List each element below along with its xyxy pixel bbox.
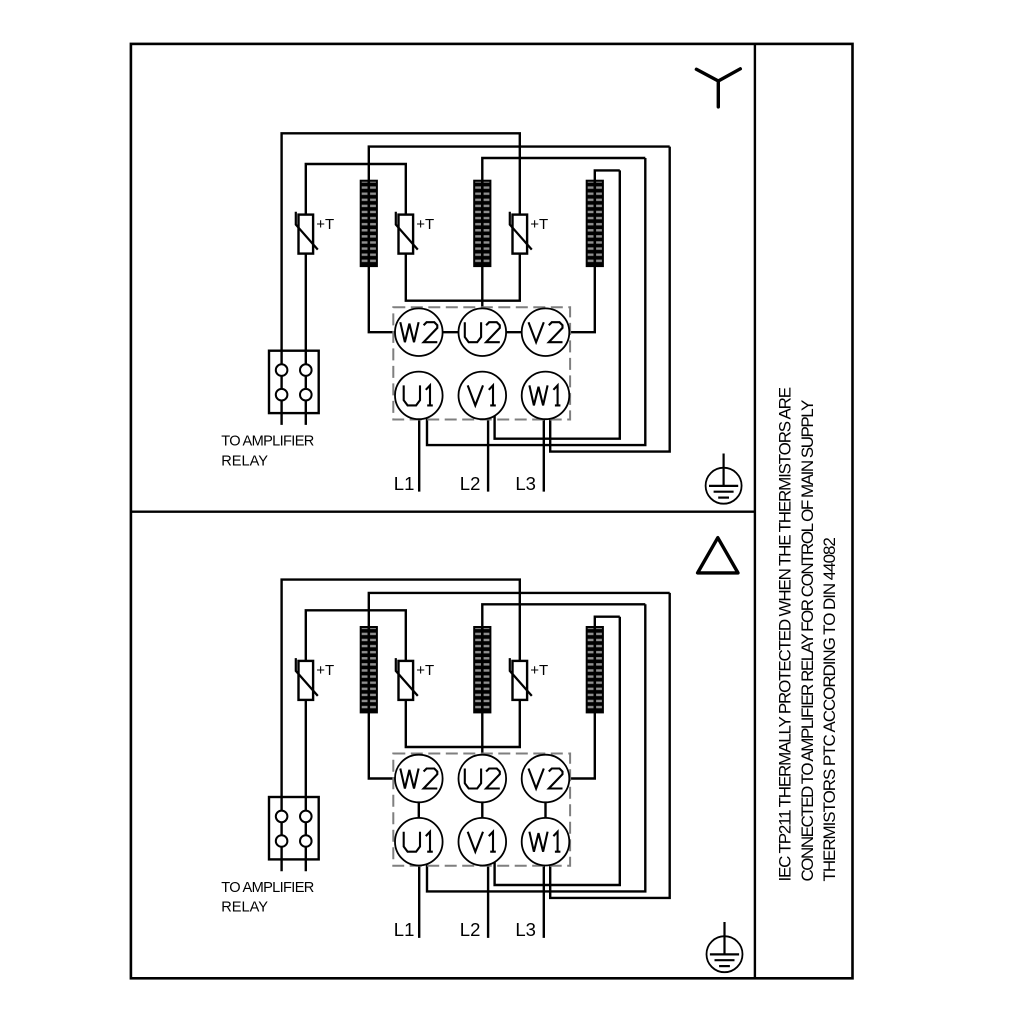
- svg-text:CONNECTED TO AMPLIFIER RELAY F: CONNECTED TO AMPLIFIER RELAY FOR CONTROL…: [798, 400, 817, 881]
- svg-text:IEC TP211 THERMALLY PROTECTED: IEC TP211 THERMALLY PROTECTED WHEN THE T…: [776, 387, 795, 881]
- svg-text:THERMISTORS PTC ACCORDING TO D: THERMISTORS PTC ACCORDING TO DIN 44082: [820, 538, 839, 882]
